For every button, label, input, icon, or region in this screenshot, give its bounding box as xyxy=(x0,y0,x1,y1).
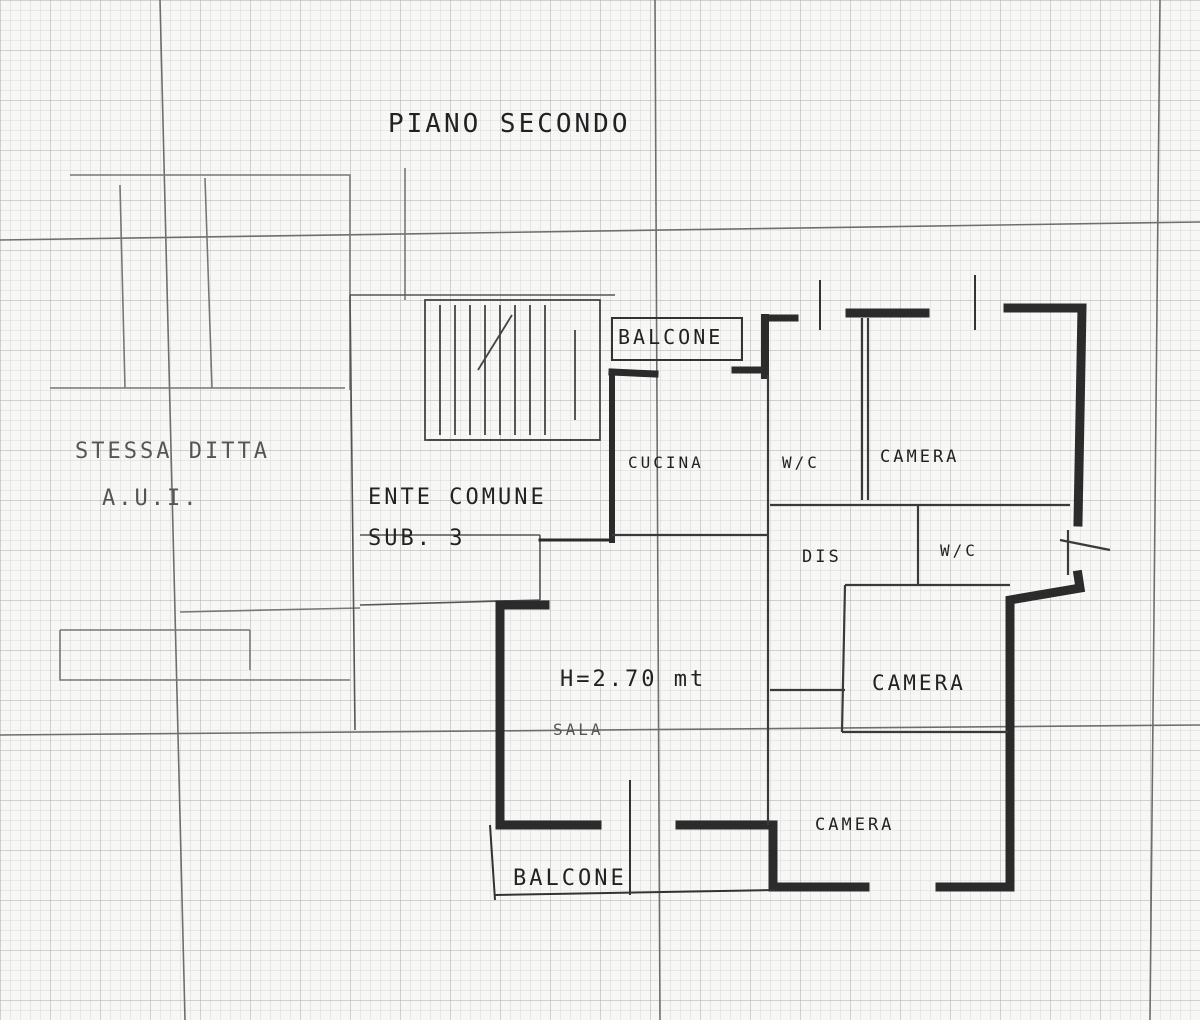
height-note: H=2.70 mt xyxy=(560,667,706,692)
room-label-wc-2: W/C xyxy=(940,541,978,560)
room-label-dis: DIS xyxy=(802,547,842,567)
staircase xyxy=(424,299,601,441)
common-area-sublabel: SUB. 3 xyxy=(368,526,465,551)
room-label-wc-1: W/C xyxy=(782,453,820,472)
neighbour-label: STESSA DITTA xyxy=(75,439,270,464)
plan-title: PIANO SECONDO xyxy=(388,109,631,139)
apartment-walls xyxy=(495,303,1087,892)
room-label-camera-2: CAMERA xyxy=(872,671,966,695)
balcony-outlines xyxy=(489,275,976,901)
room-label-cucina: CUCINA xyxy=(628,453,704,472)
room-label-camera-1: CAMERA xyxy=(880,447,959,467)
room-label-balcone-top: BALCONE xyxy=(618,325,723,349)
neighbour-sublabel: A.U.I. xyxy=(102,486,199,511)
interior-partitions xyxy=(612,318,1111,825)
room-label-camera-3: CAMERA xyxy=(815,815,894,835)
room-label-sala: SALA xyxy=(553,720,604,739)
common-area-label: ENTE COMUNE xyxy=(368,485,547,510)
room-label-balcone-bottom: BALCONE xyxy=(513,866,627,891)
